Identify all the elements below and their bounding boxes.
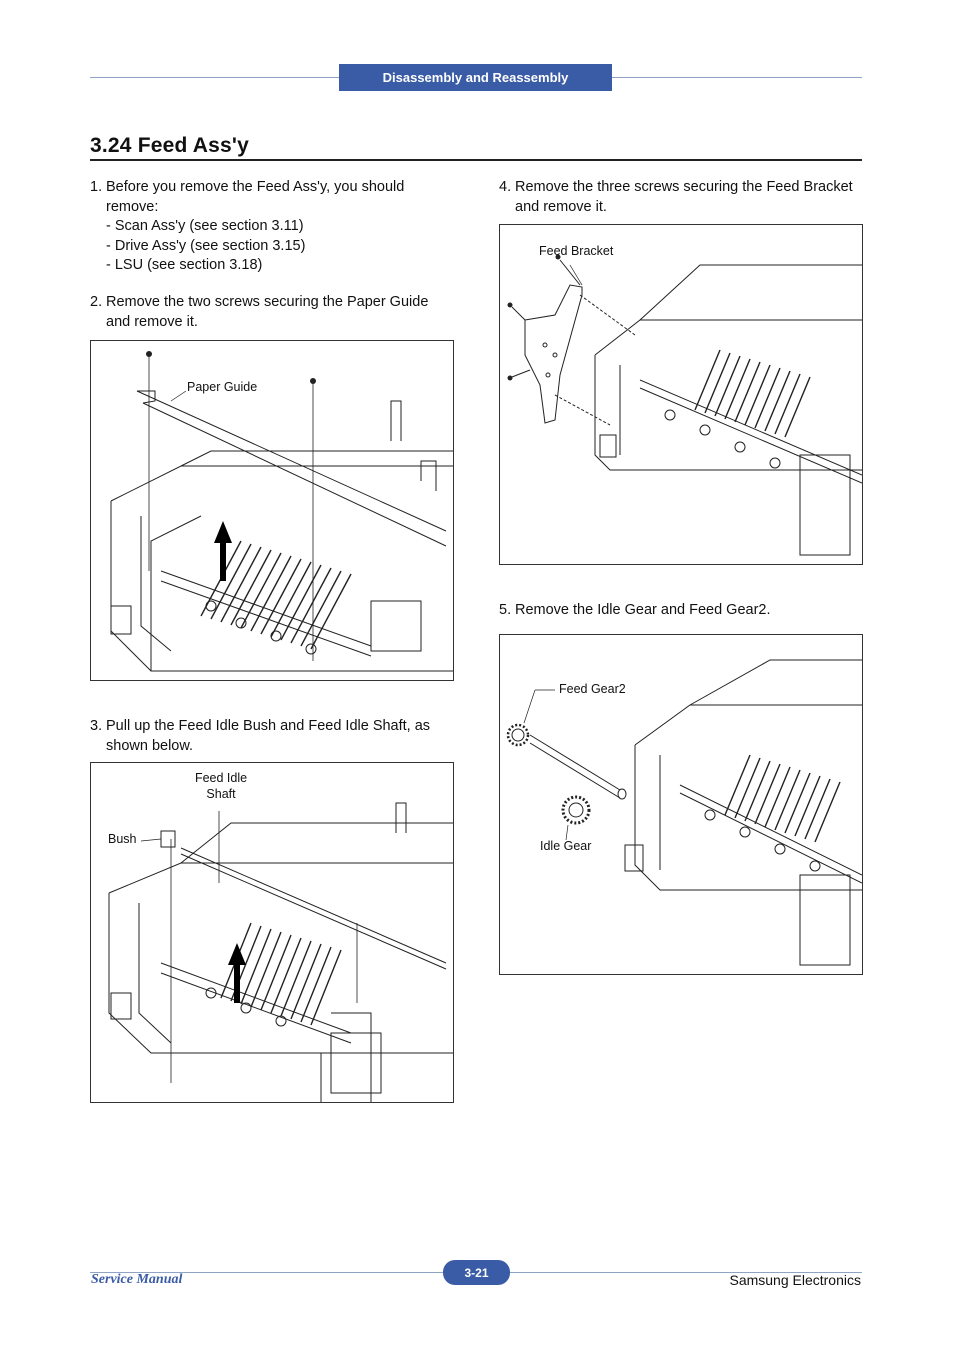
step-1: 1. Before you remove the Feed Ass'y, you…	[90, 178, 450, 276]
title-rule	[90, 159, 862, 161]
screw-icon	[555, 254, 561, 260]
label-bush: Bush	[108, 832, 137, 846]
step-number: 5.	[499, 602, 512, 618]
printer-frame-illustration	[108, 802, 453, 1102]
screw-icon	[507, 302, 513, 308]
arrow-up-icon	[228, 943, 246, 1003]
step-number: 3.	[90, 718, 103, 734]
bush-icon	[160, 830, 176, 848]
step-text: Before you remove the Feed Ass'y, you sh…	[106, 179, 405, 215]
step-5: 5. Remove the Idle Gear and Feed Gear2.	[499, 601, 861, 621]
footer-manual-name: Service Manual	[91, 1272, 183, 1287]
label-feed-bracket: Feed Bracket	[539, 244, 614, 258]
figure-feed-idle-shaft: Feed Idle Shaft Bush	[90, 762, 454, 1103]
label-feed-idle: Feed Idle	[194, 771, 248, 785]
screw-icon	[507, 375, 513, 381]
step-number: 2.	[90, 294, 103, 310]
footer-company: Samsung Electronics	[729, 1272, 861, 1288]
printer-frame-illustration	[110, 351, 453, 672]
prereq-item: - Drive Ass'y (see section 3.15)	[106, 237, 306, 254]
step-number: 1.	[90, 179, 103, 195]
label-shaft: Shaft	[206, 787, 236, 801]
screw-icon	[310, 378, 316, 384]
page-title: 3.24 Feed Ass'y	[90, 134, 249, 157]
page-number: 3-21	[443, 1260, 510, 1285]
figure-feed-bracket: Feed Bracket	[499, 224, 863, 565]
label-feed-gear2: Feed Gear2	[559, 682, 626, 696]
step-number: 4.	[499, 179, 512, 195]
gear-icon	[561, 795, 591, 825]
step-text: Remove the three screws securing the Fee…	[515, 179, 853, 215]
arrow-up-icon	[214, 521, 232, 581]
step-3: 3. Pull up the Feed Idle Bush and Feed I…	[90, 717, 450, 756]
feed-bracket-part	[524, 284, 583, 424]
printer-frame-illustration	[506, 659, 862, 966]
step-text: Pull up the Feed Idle Bush and Feed Idle…	[106, 718, 431, 754]
figure-paper-guide: Paper Guide	[90, 340, 454, 681]
step-text: Remove the Idle Gear and Feed Gear2.	[515, 602, 771, 618]
screw-icon	[146, 351, 152, 357]
label-paper-guide: Paper Guide	[187, 380, 258, 394]
label-idle-gear: Idle Gear	[540, 839, 592, 853]
prereq-item: - Scan Ass'y (see section 3.11)	[106, 218, 304, 234]
prereq-item: - LSU (see section 3.18)	[106, 257, 263, 273]
gear-icon	[506, 723, 530, 747]
step-4: 4. Remove the three screws securing the …	[499, 178, 861, 217]
step-text: Remove the two screws securing the Paper…	[106, 294, 429, 330]
step-2: 2. Remove the two screws securing the Pa…	[90, 293, 450, 332]
printer-frame-illustration	[507, 254, 862, 556]
figure-gears: Feed Gear2 Idle Gear	[499, 634, 863, 975]
section-tab: Disassembly and Reassembly	[339, 64, 612, 91]
